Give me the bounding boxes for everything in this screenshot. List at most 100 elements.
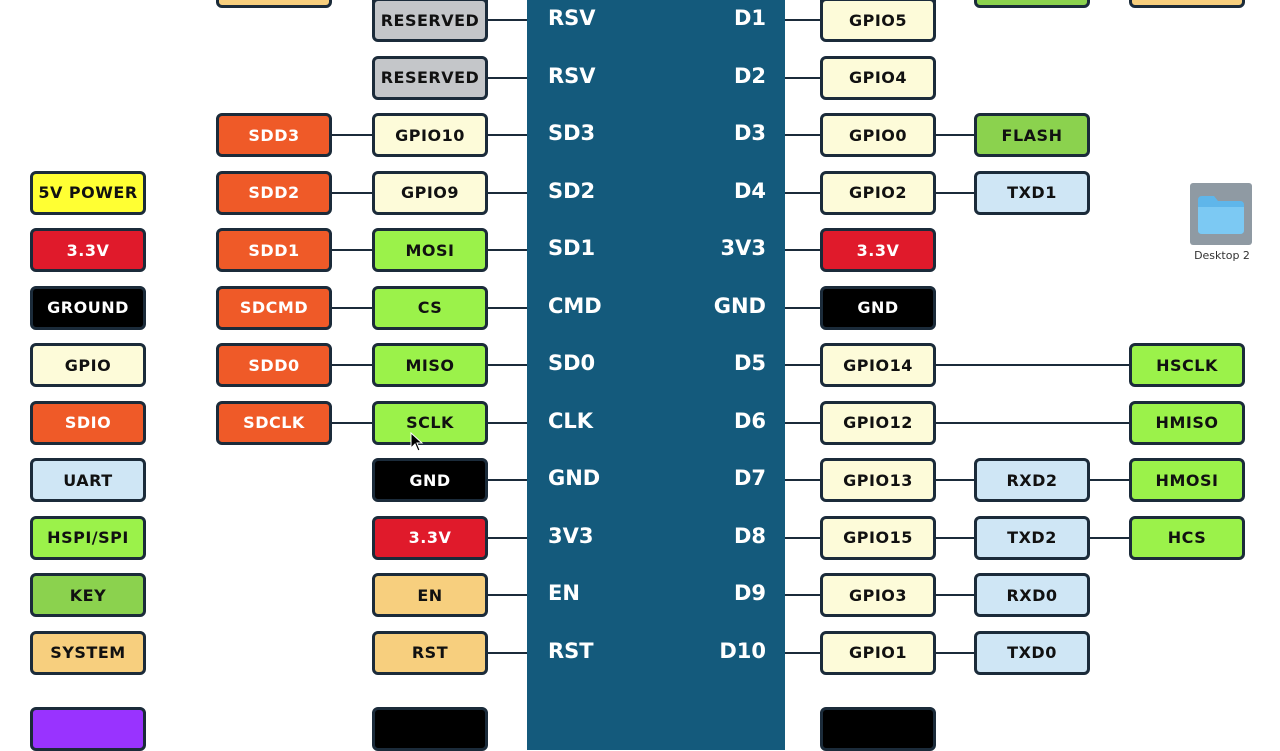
pin-tag: SDCMD	[216, 285, 332, 330]
pin-tag: RESERVED	[372, 55, 488, 100]
pin-tag: FLASH	[974, 113, 1090, 157]
pin-wire	[785, 536, 820, 539]
pin-wire	[785, 479, 820, 481]
partial-tag-bottom	[30, 707, 146, 751]
pin-label: D7	[733, 466, 766, 490]
tag-wire	[936, 421, 1129, 424]
pin-tag: RESERVED	[372, 0, 488, 42]
pin-tag: SDD3	[216, 113, 332, 157]
tag-wire	[332, 249, 372, 251]
pin-tag: EN	[372, 573, 488, 617]
pin-label: CLK	[548, 408, 594, 433]
pin-tag: SCLK	[372, 400, 488, 445]
pin-tag: CS	[372, 285, 488, 330]
pin-wire	[488, 536, 527, 539]
pin-wire	[785, 364, 820, 366]
pin-tag: SDD0	[216, 343, 332, 387]
pin-tag: RXD2	[974, 458, 1090, 502]
pin-wire	[488, 479, 527, 481]
pin-label: 3V3	[548, 523, 594, 548]
pin-label: D8	[733, 523, 766, 548]
pin-wire	[488, 594, 527, 596]
pin-label: D3	[733, 121, 766, 145]
pin-tag: MOSI	[372, 228, 488, 272]
partial-tag-top	[1129, 0, 1245, 8]
desktop-folder[interactable]: Desktop 2	[1188, 181, 1256, 265]
pin-tag: GPIO14	[820, 343, 936, 387]
pin-label: GND	[713, 293, 766, 318]
pin-label: D5	[733, 351, 766, 375]
pin-tag: GPIO15	[820, 515, 936, 560]
tag-wire	[332, 191, 372, 194]
pin-wire	[488, 306, 527, 309]
nodemcu-board	[527, 0, 785, 750]
pin-tag: GPIO5	[820, 0, 936, 42]
tag-wire	[332, 421, 372, 424]
pin-label: D1	[733, 6, 766, 30]
pin-wire	[488, 651, 527, 654]
partial-tag-top	[974, 0, 1090, 8]
legend-item: SDIO	[30, 400, 146, 445]
legend-item: KEY	[30, 573, 146, 617]
pin-wire	[488, 134, 527, 136]
pin-label: D2	[733, 63, 766, 88]
pin-wire	[785, 421, 820, 424]
pin-label: GND	[548, 466, 601, 490]
legend-item: HSPI/SPI	[30, 515, 146, 560]
mouse-cursor-icon	[410, 432, 424, 452]
tag-wire	[332, 306, 372, 309]
folder-thumbnail	[1190, 183, 1252, 245]
pin-label: SD1	[548, 236, 596, 260]
tag-wire	[936, 651, 974, 654]
legend-item: UART	[30, 458, 146, 502]
pin-wire	[785, 651, 820, 654]
pin-tag: MISO	[372, 343, 488, 387]
pin-tag: SDCLK	[216, 400, 332, 445]
pin-tag: GPIO13	[820, 458, 936, 502]
pin-tag: GPIO9	[372, 170, 488, 215]
tag-wire	[332, 134, 372, 136]
pin-wire	[785, 249, 820, 251]
tag-wire	[936, 479, 974, 481]
legend-item: 5V POWER	[30, 170, 146, 215]
pin-label: SD3	[548, 121, 596, 145]
pin-label: D6	[733, 408, 766, 433]
pin-tag: HMISO	[1129, 400, 1245, 445]
pin-tag: GPIO4	[820, 55, 936, 100]
pin-tag: 3.3V	[372, 515, 488, 560]
pin-label: EN	[548, 581, 580, 605]
pin-tag: GPIO12	[820, 400, 936, 445]
pin-tag: GND	[372, 458, 488, 502]
pin-wire	[488, 249, 527, 251]
pin-tag: TXD2	[974, 515, 1090, 560]
pin-label: D9	[733, 581, 766, 605]
pin-tag: GND	[820, 285, 936, 330]
partial-tag-top	[216, 0, 332, 8]
tag-wire	[936, 536, 974, 539]
pin-tag: RST	[372, 630, 488, 675]
pin-tag: RXD0	[974, 573, 1090, 617]
pin-wire	[785, 134, 820, 136]
pin-tag: HMOSI	[1129, 458, 1245, 502]
pin-wire	[785, 594, 820, 596]
pin-tag: GPIO1	[820, 630, 936, 675]
pin-wire	[785, 76, 820, 79]
tag-wire	[936, 134, 974, 136]
pin-wire	[488, 191, 527, 194]
pin-wire	[488, 364, 527, 366]
partial-tag-bottom	[372, 707, 488, 751]
pin-tag: GPIO0	[820, 113, 936, 157]
pin-tag: HSCLK	[1129, 343, 1245, 387]
pin-label: 3V3	[720, 236, 766, 260]
tag-wire	[936, 594, 974, 596]
pin-tag: GPIO3	[820, 573, 936, 617]
pin-wire	[488, 76, 527, 79]
tag-wire	[936, 191, 974, 194]
pin-label: SD0	[548, 351, 596, 375]
pin-wire	[785, 306, 820, 309]
pin-tag: SDD1	[216, 228, 332, 272]
pin-tag: TXD0	[974, 630, 1090, 675]
pin-wire	[785, 191, 820, 194]
pin-tag: HCS	[1129, 515, 1245, 560]
